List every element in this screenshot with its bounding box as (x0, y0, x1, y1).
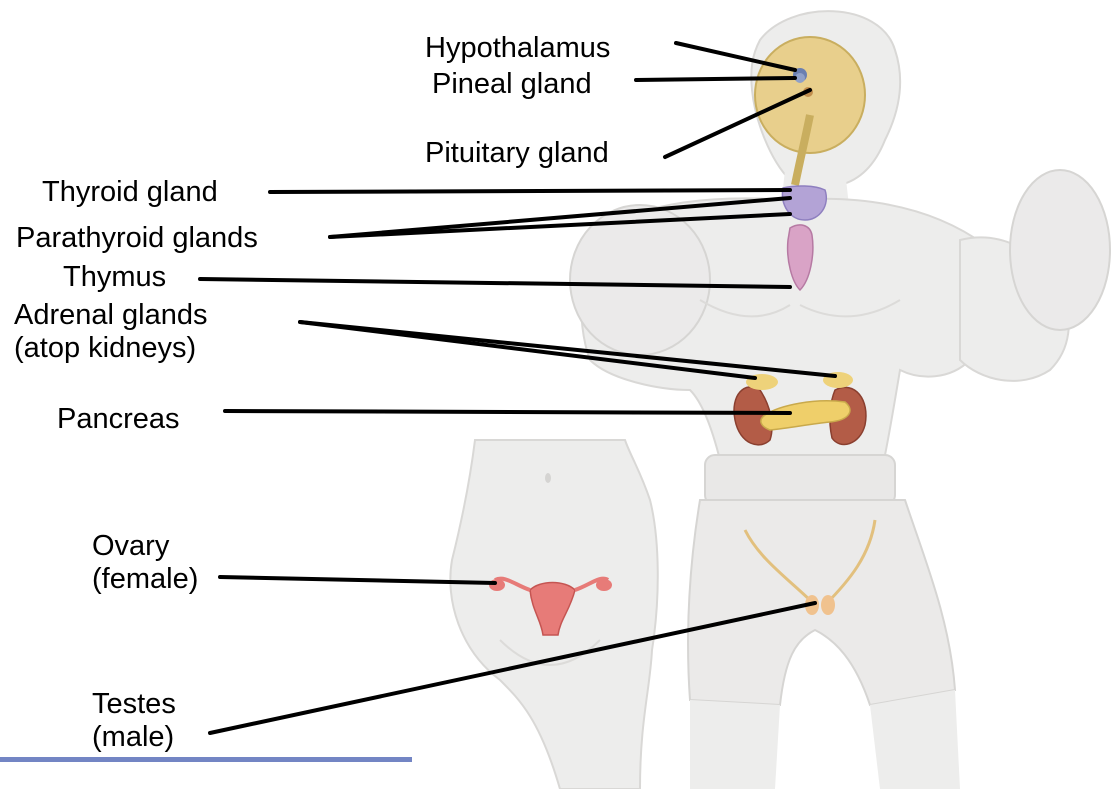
label-pancreas: Pancreas (57, 403, 180, 436)
leader-pineal (636, 78, 795, 80)
female-navel (545, 473, 551, 483)
footer-rule (0, 757, 412, 762)
label-pituitary-gland: Pituitary gland (425, 137, 609, 170)
label-thyroid-gland: Thyroid gland (42, 176, 218, 209)
leader-thyroid (270, 190, 790, 192)
label-parathyroid-glands: Parathyroid glands (16, 222, 258, 255)
male-legs (690, 690, 960, 789)
label-pineal-gland: Pineal gland (432, 68, 592, 101)
label-adrenal-glands: Adrenal glands (atop kidneys) (14, 299, 207, 365)
label-ovary: Ovary (female) (92, 530, 198, 596)
ovary-left (489, 579, 505, 591)
ovary-right (596, 579, 612, 591)
label-thymus: Thymus (63, 261, 166, 294)
label-testes: Testes (male) (92, 688, 176, 754)
male-glove-left (570, 205, 710, 355)
testis-right (821, 595, 835, 615)
label-hypothalamus: Hypothalamus (425, 32, 610, 65)
male-waistband (705, 455, 895, 505)
leader-pancreas (225, 411, 790, 413)
male-glove-right (1010, 170, 1110, 330)
